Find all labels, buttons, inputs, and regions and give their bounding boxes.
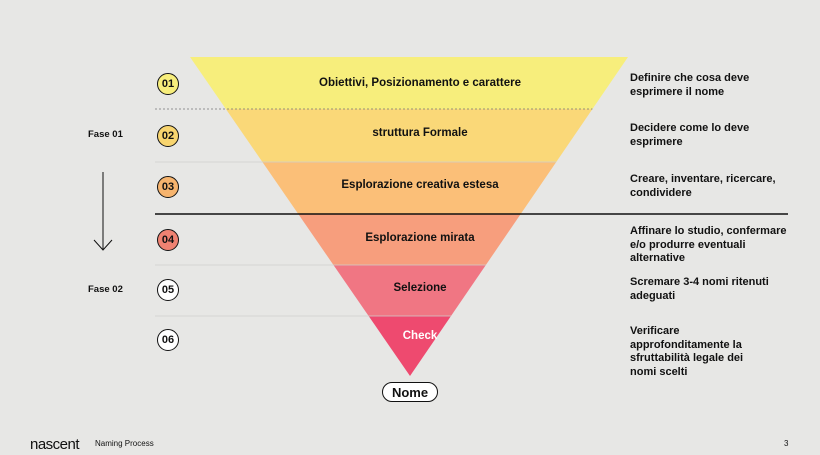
stage-description-line: Verificare bbox=[630, 325, 680, 337]
stage-number-04: 04 bbox=[157, 229, 179, 251]
stage-description-line: condividere bbox=[630, 186, 692, 199]
stage-number-05: 05 bbox=[157, 279, 179, 301]
phase-label-2: Fase 02 bbox=[88, 284, 123, 295]
stage-number-06: 06 bbox=[157, 329, 179, 351]
result-pill: Nome bbox=[382, 382, 438, 402]
stage-description-line: nomi scelti bbox=[630, 365, 688, 378]
stage-label-01: Obiettivi, Posizionamento e carattere bbox=[319, 77, 521, 89]
stage-description-line: Creare, inventare, ricercare, bbox=[630, 173, 776, 185]
stage-description-line: Scremare 3-4 nomi ritenuti bbox=[630, 276, 769, 288]
stage-label-05: Selezione bbox=[393, 282, 447, 294]
stage-label-02: struttura Formale bbox=[372, 127, 468, 139]
funnel-segment-06 bbox=[368, 316, 452, 376]
funnel-segment-05 bbox=[333, 265, 486, 316]
stage-number-02: 02 bbox=[157, 125, 179, 147]
footer-title: Naming Process bbox=[95, 439, 154, 448]
stage-description-line: approfonditamente la bbox=[630, 338, 742, 351]
stage-description-line: Affinare lo studio, confermare bbox=[630, 225, 787, 237]
down-arrow-icon bbox=[93, 172, 113, 251]
stage-description-line: esprimere il nome bbox=[630, 85, 725, 98]
stage-number-01: 01 bbox=[157, 73, 179, 95]
brand-logo: nascent bbox=[30, 436, 80, 453]
stage-label-03: Esplorazione creativa estesa bbox=[341, 179, 499, 191]
funnel-segment-03 bbox=[262, 162, 557, 214]
stage-number-03: 03 bbox=[157, 176, 179, 198]
stage-description-line: sfruttabilità legale dei bbox=[630, 352, 744, 364]
funnel-segment-02 bbox=[225, 109, 593, 162]
stage-description-line: Definire che cosa deve bbox=[630, 72, 750, 84]
page-number: 3 bbox=[784, 439, 789, 448]
stage-description-line: Decidere come lo deve bbox=[630, 122, 750, 134]
stage-description-line: alternative bbox=[630, 252, 686, 264]
stage-label-04: Esplorazione mirata bbox=[365, 232, 475, 244]
stage-description-line: e/o produrre eventuali bbox=[630, 238, 746, 251]
funnel-segment-04 bbox=[298, 214, 521, 265]
stage-label-06: Check bbox=[402, 330, 438, 342]
stage-description-line: esprimere bbox=[630, 135, 683, 148]
funnel-segment-01 bbox=[190, 57, 628, 109]
phase-label-1: Fase 01 bbox=[88, 129, 123, 140]
stage-description-line: adeguati bbox=[630, 289, 676, 302]
stage-description-03: Creare, inventare, ricercare,condividere bbox=[630, 173, 790, 200]
